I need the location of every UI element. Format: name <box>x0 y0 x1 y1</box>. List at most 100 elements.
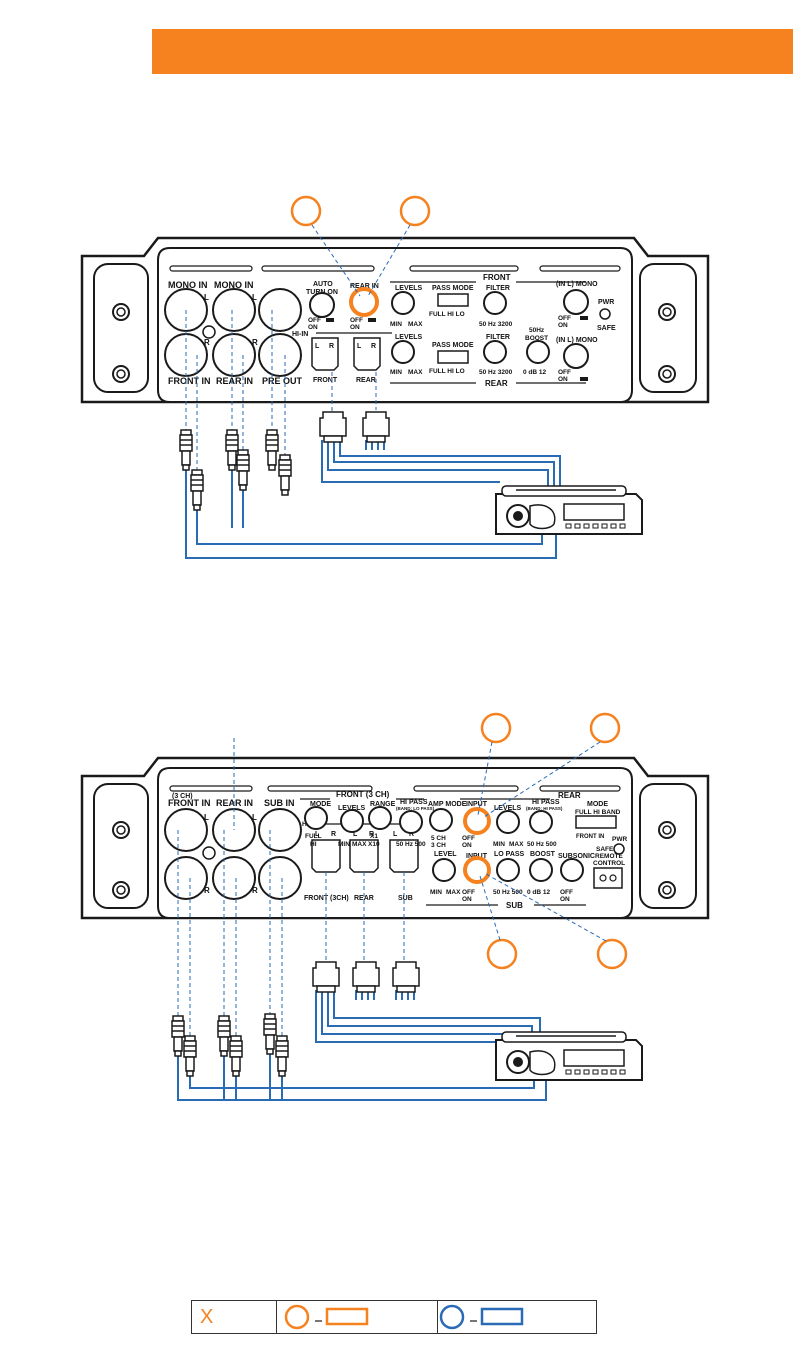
svg-text:50 Hz 3200: 50 Hz 3200 <box>479 369 513 376</box>
svg-text:MAX: MAX <box>446 889 461 896</box>
svg-text:(IN L) MONO: (IN L) MONO <box>556 281 598 288</box>
rear-mono-switch <box>563 343 589 369</box>
pwr-led <box>613 843 625 855</box>
hi-level-plug-icon <box>319 411 347 443</box>
l-label: L <box>252 293 257 302</box>
front-section-title: FRONT <box>483 273 511 282</box>
mount-screw-icon <box>112 365 130 383</box>
svg-text:HI PASS: HI PASS <box>400 799 428 806</box>
svg-text:X1: X1 <box>370 833 378 840</box>
svg-text:(BAND: HI PASS): (BAND: HI PASS) <box>526 806 563 811</box>
svg-text:HI: HI <box>310 841 317 848</box>
amp-mode-switch <box>429 808 453 832</box>
callout-marker <box>399 195 431 227</box>
legend-table: X <box>191 1300 597 1334</box>
svg-text:OFF: OFF <box>462 835 475 842</box>
pre-out-label: PRE OUT <box>262 376 303 386</box>
front-levels-knob <box>340 809 364 833</box>
svg-text:L: L <box>353 831 358 838</box>
auto-label: AUTO <box>313 281 333 288</box>
r-label: R <box>204 338 210 347</box>
hi-level-plug-icon <box>312 961 340 993</box>
range-switch <box>368 806 392 830</box>
svg-text:LEVELS: LEVELS <box>395 334 423 341</box>
svg-text:LEVEL: LEVEL <box>434 851 457 858</box>
svg-text:PASS MODE: PASS MODE <box>432 342 474 349</box>
svg-text:REAR: REAR <box>354 895 374 902</box>
svg-text:L: L <box>357 343 362 350</box>
svg-text:MIN: MIN <box>493 841 505 848</box>
rear-in-switch-label: REAR IN <box>350 283 379 290</box>
rear-filter-knob <box>483 340 507 364</box>
callouts-amp1 <box>290 195 431 297</box>
callout-marker <box>480 712 512 744</box>
svg-text:R: R <box>369 831 374 838</box>
svg-text:BOOST: BOOST <box>530 851 556 858</box>
svg-text:R: R <box>329 343 334 350</box>
mount-screw-icon <box>112 881 130 899</box>
sub-boost-knob <box>529 858 553 882</box>
svg-text:50Hz: 50Hz <box>529 327 545 334</box>
svg-text:MAX: MAX <box>509 841 524 848</box>
front-mode-switch <box>304 806 328 830</box>
svg-text:FILTER: FILTER <box>486 285 510 292</box>
amplifier-1: MONO IN MONO IN L L R R FRONT IN REAR IN… <box>80 236 710 404</box>
head-unit-icon <box>495 485 643 535</box>
svg-text:CONTROL: CONTROL <box>593 860 625 867</box>
mount-screw-icon <box>658 881 676 899</box>
svg-text:X10: X10 <box>368 841 380 848</box>
subsonic-switch <box>560 858 584 882</box>
svg-text:L: L <box>315 343 320 350</box>
svg-text:ON: ON <box>462 842 472 849</box>
hi-level-plug-icon <box>392 961 420 993</box>
rear-pass-mode-switch <box>437 350 469 364</box>
front-in-label: FRONT IN <box>168 798 211 808</box>
svg-text:50 Hz 3200: 50 Hz 3200 <box>479 321 513 328</box>
header-banner <box>152 29 793 74</box>
hi-in-rear-connector <box>349 839 379 873</box>
rear-in-label: REAR IN <box>216 798 253 808</box>
hi-in-label: HI-IN <box>292 331 308 338</box>
svg-text:MIN: MIN <box>390 369 402 376</box>
mono-in-label: MONO IN <box>168 280 208 290</box>
hi-level-plug-icon <box>352 961 380 993</box>
orange-legend-icon <box>284 1304 369 1330</box>
rca-plug-icon <box>278 454 292 496</box>
hi-in-sub-connector <box>389 839 419 873</box>
rca-plug-icon <box>171 1015 185 1057</box>
hi-level-plug-icon <box>362 411 390 443</box>
svg-text:L: L <box>252 813 257 822</box>
head-unit-icon <box>495 1031 643 1081</box>
front-in-label: FRONT IN <box>168 376 211 386</box>
sub-in-r-jack <box>258 856 302 900</box>
callout-marker <box>486 938 518 970</box>
sub-input-switch <box>463 856 491 884</box>
svg-text:MODE: MODE <box>587 801 608 808</box>
svg-text:FILTER: FILTER <box>486 334 510 341</box>
svg-text:LEVELS: LEVELS <box>395 285 423 292</box>
front-mono-switch <box>563 289 589 315</box>
svg-text:MODE: MODE <box>310 801 331 808</box>
mono-in-label: MONO IN <box>214 280 254 290</box>
sub-in-l-jack <box>258 808 302 852</box>
svg-text:(BAND: LO PASS): (BAND: LO PASS) <box>396 806 435 811</box>
blue-legend-icon <box>439 1304 524 1330</box>
svg-text:LEVELS: LEVELS <box>338 805 366 812</box>
front-in-r-jack <box>164 856 208 900</box>
rca-plug-icon <box>229 1035 243 1077</box>
sub-level-knob <box>432 858 456 882</box>
front-filter-knob <box>483 291 507 315</box>
rear-in-label: REAR IN <box>216 376 253 386</box>
l-label: L <box>204 293 209 302</box>
svg-text:MAX: MAX <box>352 841 367 848</box>
hi-in-front-connector <box>311 839 341 873</box>
mono-in-l2-jack <box>212 288 256 332</box>
rca-plug-icon <box>225 429 239 471</box>
mount-screw-icon <box>658 821 676 839</box>
callout-marker <box>589 712 621 744</box>
svg-text:OFF: OFF <box>560 889 573 896</box>
svg-text:REMOTE: REMOTE <box>595 853 623 860</box>
svg-text:50 Hz 500: 50 Hz 500 <box>493 889 523 896</box>
svg-text:0 dB 12: 0 dB 12 <box>527 889 551 896</box>
legend-cell-x: X <box>192 1301 277 1333</box>
